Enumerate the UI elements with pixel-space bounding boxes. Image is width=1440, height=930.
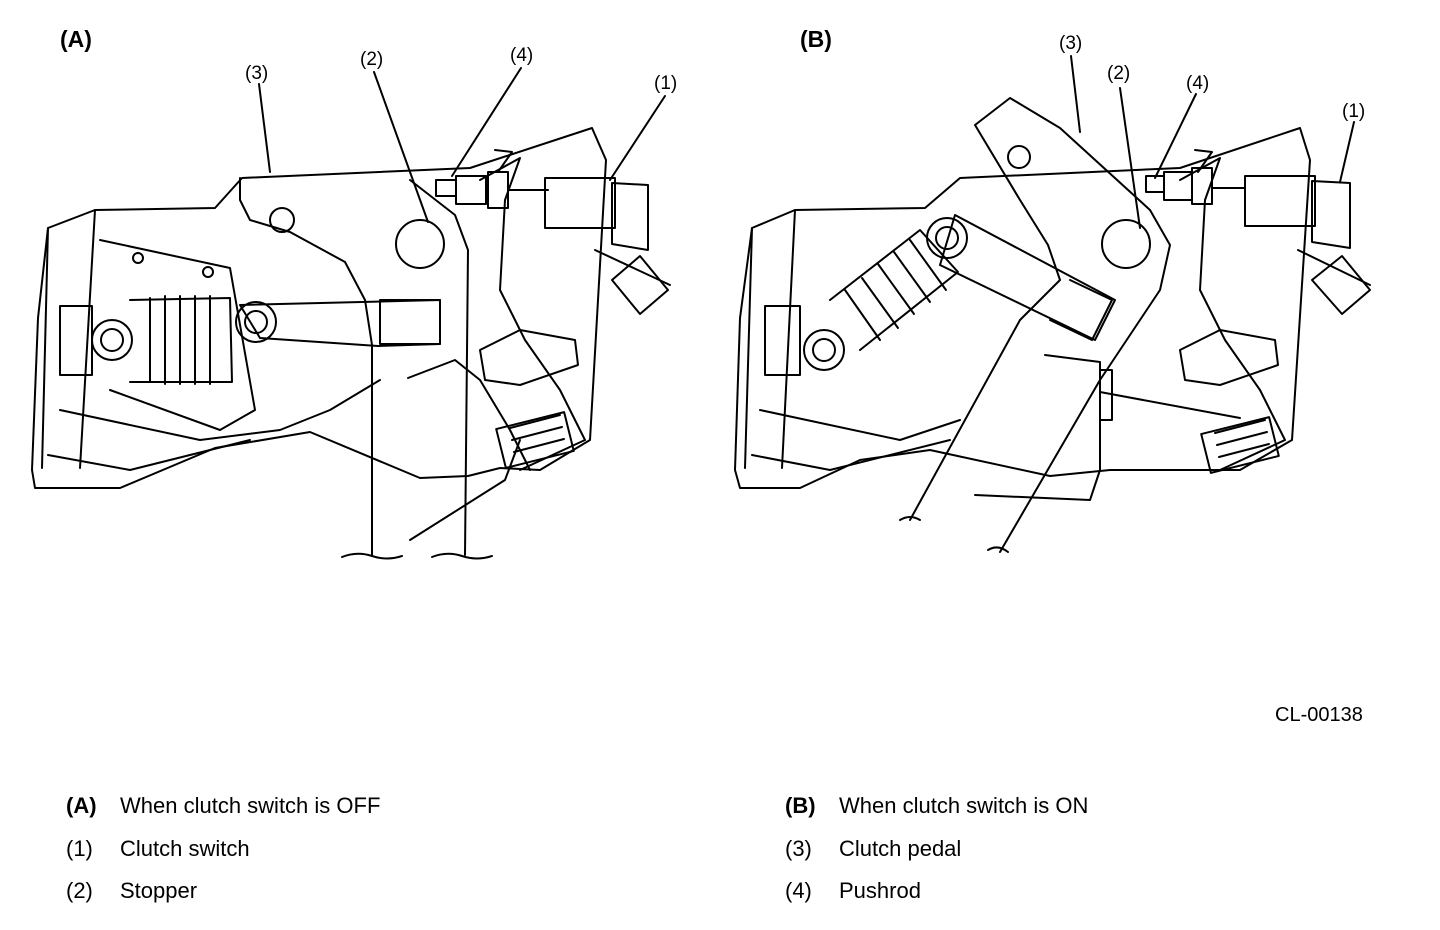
panel-a-boot [129, 295, 233, 385]
panel-a-pedal-hole [269, 207, 295, 233]
panel-a-stopper [395, 219, 445, 269]
legend-key: (B) [785, 793, 816, 818]
legend-item-a: (A) When clutch switch is OFF [66, 795, 380, 817]
legend-text: When clutch switch is OFF [120, 793, 381, 818]
panel-b: (B) [734, 26, 1371, 553]
panel-b-pushrod [1145, 167, 1246, 205]
legend-key: (2) [66, 878, 93, 903]
panel-b-callout-2: (2) [1107, 63, 1130, 84]
panel-b-clutch-switch [1244, 175, 1371, 315]
panel-a-callout-1: (1) [654, 73, 677, 94]
legend-key: (A) [66, 793, 97, 818]
legend-item-4: (4) Pushrod [785, 880, 921, 902]
legend-text: Clutch pedal [839, 836, 962, 861]
legend-text: Stopper [120, 878, 198, 903]
panel-b-callout-4: (4) [1186, 73, 1209, 94]
legend-item-2: (2) Stopper [66, 880, 197, 902]
legend-text: Pushrod [839, 878, 921, 903]
legend-key: (3) [785, 836, 812, 861]
panel-b-leader-1 [1339, 121, 1355, 183]
panel-a: (A) [31, 26, 677, 560]
panel-b-boot [829, 229, 959, 351]
panel-b-leader-3 [1070, 55, 1081, 133]
panel-b-label: (B) [800, 26, 832, 52]
panel-b-leader-2 [1119, 87, 1141, 229]
panel-b-pedal-hole [1007, 145, 1031, 169]
panel-a-clutch-switch [544, 177, 669, 315]
panel-a-clutch-pedal [239, 177, 469, 556]
panel-a-leader-2 [373, 71, 429, 223]
panel-a-pushrod [435, 171, 549, 209]
panel-a-callout-2: (2) [360, 49, 383, 70]
panel-b-callout-3: (3) [1059, 33, 1082, 54]
panel-a-label: (A) [60, 26, 92, 52]
panel-a-leader-4 [451, 67, 522, 177]
legend-key: (1) [66, 836, 93, 861]
legend-item-b: (B) When clutch switch is ON [785, 795, 1088, 817]
legend-text: When clutch switch is ON [839, 793, 1089, 818]
panel-b-callout-1: (1) [1342, 101, 1365, 122]
figure-id: CL-00138 [1275, 704, 1363, 726]
legend-item-3: (3) Clutch pedal [785, 838, 961, 860]
panel-a-leader-1 [609, 95, 666, 181]
panel-a-callout-3: (3) [245, 63, 268, 84]
panel-a-leader-3 [258, 83, 271, 173]
legend-text: Clutch switch [120, 836, 250, 861]
panel-b-stopper [1101, 219, 1151, 269]
panel-a-callout-4: (4) [510, 45, 533, 66]
panel-b-clutch-pedal [909, 97, 1171, 553]
panel-b-leader-4 [1154, 93, 1197, 179]
legend-key: (4) [785, 878, 812, 903]
legend-item-1: (1) Clutch switch [66, 838, 250, 860]
